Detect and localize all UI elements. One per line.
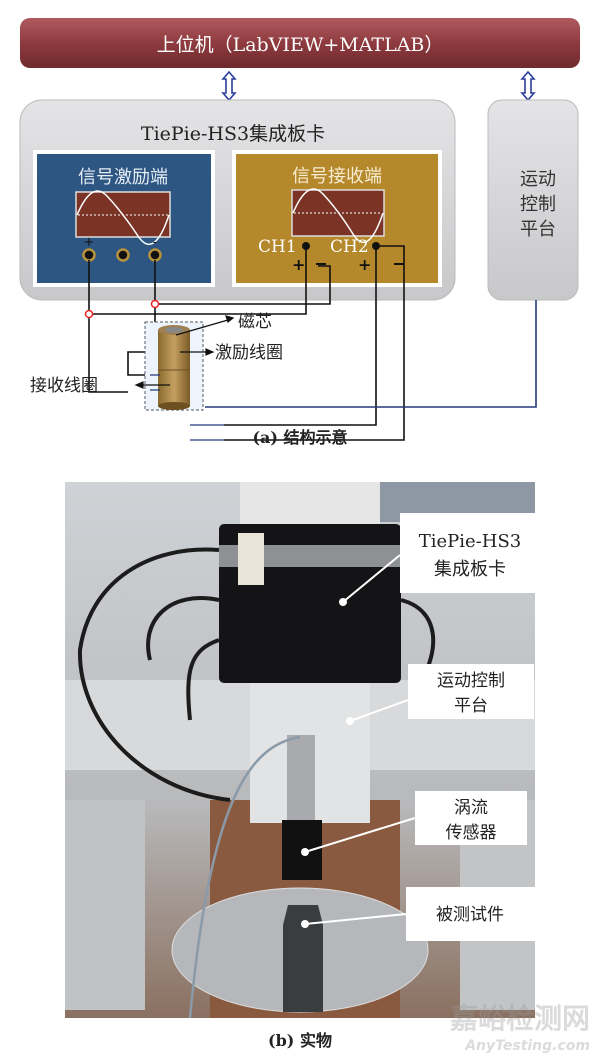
terminal-icon	[82, 248, 162, 262]
svg-text:涡流: 涡流	[454, 798, 488, 818]
sine-screen-icon	[75, 190, 171, 246]
excitation-label: 信号激励端	[78, 167, 168, 188]
svg-text:运动: 运动	[520, 169, 556, 190]
receiving-coil-label: 接收线圈	[30, 376, 98, 396]
motion-platform-box: 运动 控制 平台	[487, 99, 579, 301]
caption-a: (a) 结构示意	[252, 428, 347, 447]
ch2-label: CH2	[330, 237, 369, 257]
svg-text:平台: 平台	[454, 696, 488, 716]
bidirectional-arrow-icon	[221, 70, 536, 102]
label-tiepie: TiePie-HS3 集成板卡	[400, 513, 540, 593]
caption-b: (b) 实物	[268, 1031, 332, 1050]
host-label: 上位机（LabVIEW+MATLAB）	[157, 34, 444, 56]
receiver-label: 信号接收端	[292, 166, 382, 187]
excitation-coil-label: 激励线圈	[215, 343, 283, 363]
svg-text:控制: 控制	[520, 194, 556, 215]
svg-text:嘉峪检测网: 嘉峪检测网	[450, 1002, 590, 1035]
svg-text:+: +	[292, 255, 305, 274]
svg-text:平台: 平台	[520, 219, 556, 240]
sine-screen-icon	[291, 188, 385, 244]
board-title: TiePie-HS3集成板卡	[141, 123, 325, 145]
excitation-panel: 信号激励端 + -	[33, 150, 215, 287]
svg-text:+: +	[358, 255, 371, 274]
label-motion-platform: 运动控制 平台	[408, 664, 534, 719]
host-computer-box: 上位机（LabVIEW+MATLAB）	[20, 18, 580, 68]
photo-callout-lines	[304, 554, 416, 925]
ch1-label: CH1	[258, 237, 297, 257]
callout-arrows	[134, 315, 235, 389]
core-label: 磁芯	[238, 312, 272, 332]
receiver-panel: 信号接收端 CH1 CH2 + +	[232, 150, 442, 287]
svg-text:传感器: 传感器	[446, 823, 497, 843]
svg-text:-: -	[153, 235, 157, 250]
svg-text:AnyTesting.com: AnyTesting.com	[464, 1038, 590, 1054]
svg-text:TiePie-HS3: TiePie-HS3	[419, 531, 522, 552]
svg-text:集成板卡: 集成板卡	[434, 559, 506, 580]
label-eddy-sensor: 涡流 传感器	[415, 791, 527, 845]
svg-text:被测试件: 被测试件	[436, 905, 504, 925]
wiring	[88, 245, 537, 441]
watermark: 嘉峪检测网 AnyTesting.com	[450, 1002, 590, 1054]
eddy-current-probe	[144, 321, 224, 441]
label-specimen: 被测试件	[406, 887, 535, 941]
svg-text:运动控制: 运动控制	[437, 671, 505, 691]
svg-text:+: +	[84, 235, 95, 250]
